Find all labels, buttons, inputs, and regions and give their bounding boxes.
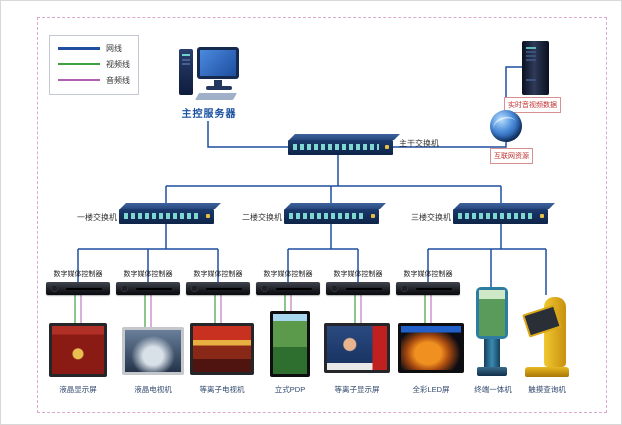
terminal-kiosk-icon xyxy=(474,287,510,379)
led-screen-content xyxy=(401,326,461,370)
terminal-kiosk-screen xyxy=(476,287,508,339)
legend-label: 网线 xyxy=(106,43,122,53)
terminal-kiosk-base xyxy=(477,367,507,376)
plasma-tv-screen xyxy=(193,326,251,372)
lcd-display-icon xyxy=(49,323,107,377)
display-label: 等离子显示屏 xyxy=(334,385,380,394)
video-line-sample xyxy=(58,63,100,65)
floor3-switch-label: 三楼交换机 xyxy=(411,213,451,222)
audio-line-sample xyxy=(58,79,100,81)
media-controller-icon xyxy=(256,282,320,295)
touch-kiosk-base xyxy=(525,367,569,377)
floor1-switch-label: 一楼交换机 xyxy=(77,213,117,222)
av-data-tag: 实时音视频数据 xyxy=(504,97,561,113)
floor2-switch-icon xyxy=(284,209,379,224)
controller-label: 数字媒体控制器 xyxy=(263,271,313,278)
media-controller-icon xyxy=(396,282,460,295)
kiosk-label: 终端一体机 xyxy=(474,385,512,394)
legend-item-video: 视频线 xyxy=(58,58,130,70)
pc-tower-icon xyxy=(179,49,193,95)
vertical-pdp-screen xyxy=(273,314,307,374)
lcd-tv-screen xyxy=(125,330,181,372)
av-server-tower-icon xyxy=(522,41,549,95)
legend-item-network: 网线 xyxy=(58,42,122,54)
monitor-base xyxy=(206,86,232,90)
legend-label: 音频线 xyxy=(106,75,130,85)
display-label: 全彩LED屏 xyxy=(412,385,450,394)
legend-label: 视频线 xyxy=(106,59,130,69)
monitor-stand xyxy=(214,80,222,86)
pc-screen xyxy=(200,50,236,76)
main-server-label: 主控服务器 xyxy=(181,109,237,120)
plasma-tv-icon xyxy=(190,323,254,375)
cable-server-to-backbone xyxy=(207,121,288,148)
video-cables xyxy=(74,295,426,327)
network-line-sample xyxy=(58,46,100,50)
media-controller-icon xyxy=(116,282,180,295)
media-controller-icon xyxy=(46,282,110,295)
plasma-display-icon xyxy=(324,323,390,373)
touch-kiosk-icon xyxy=(522,293,571,379)
controller-label: 数字媒体控制器 xyxy=(53,271,103,278)
lcd-tv-icon xyxy=(122,327,184,375)
switch-ports xyxy=(293,144,379,150)
lcd-display-screen xyxy=(52,326,104,374)
led-screen-icon xyxy=(398,323,464,373)
display-label: 液晶显示屏 xyxy=(59,385,97,394)
backbone-switch-label: 主干交换机 xyxy=(399,139,439,148)
vertical-pdp-icon xyxy=(270,311,310,377)
controller-label: 数字媒体控制器 xyxy=(193,271,243,278)
keyboard-icon xyxy=(194,93,238,100)
main-server-computer-icon xyxy=(179,45,241,103)
switch-ports xyxy=(124,213,200,219)
pc-monitor-icon xyxy=(197,47,239,79)
display-label: 等离子电视机 xyxy=(199,385,245,394)
media-controller-icon xyxy=(186,282,250,295)
floor1-switch-icon xyxy=(119,209,214,224)
internet-tag: 互联网资源 xyxy=(490,148,533,164)
legend-item-audio: 音频线 xyxy=(58,74,130,86)
floor2-switch-label: 二楼交换机 xyxy=(242,213,282,222)
terminal-kiosk-body xyxy=(484,339,500,367)
backbone-switch-icon xyxy=(288,140,393,155)
plasma-display-screen xyxy=(327,326,387,370)
controller-label: 数字媒体控制器 xyxy=(403,271,453,278)
network-cables xyxy=(77,66,547,295)
controller-label: 数字媒体控制器 xyxy=(333,271,383,278)
legend: 网线 视频线 音频线 xyxy=(49,35,139,95)
audio-cables xyxy=(80,295,432,327)
switch-ports xyxy=(458,213,534,219)
display-label: 立式PDP xyxy=(274,385,306,394)
controller-label: 数字媒体控制器 xyxy=(123,271,173,278)
display-label: 液晶电视机 xyxy=(134,385,172,394)
floor3-switch-icon xyxy=(453,209,548,224)
internet-globe-icon xyxy=(490,110,522,142)
media-controller-icon xyxy=(326,282,390,295)
switch-ports xyxy=(289,213,365,219)
kiosk-label: 触摸查询机 xyxy=(528,385,566,394)
